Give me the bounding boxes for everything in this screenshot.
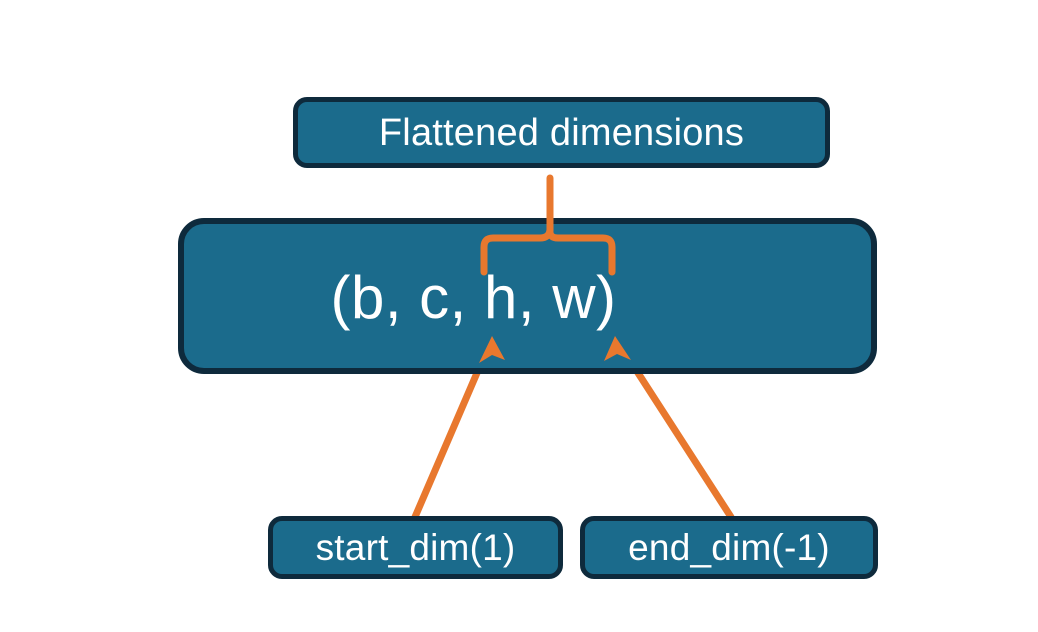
node-end-dim[interactable]: end_dim(-1) [580, 516, 878, 579]
node-tensor-shape-label: (b, c, h, w) [330, 264, 617, 331]
node-flattened-dimensions-label: Flattened dimensions [378, 111, 745, 154]
node-flattened-dimensions[interactable]: Flattened dimensions [293, 97, 830, 168]
node-start-dim-label: start_dim(1) [315, 527, 516, 568]
node-tensor-shape[interactable]: (b, c, h, w) [178, 218, 877, 374]
node-end-dim-label: end_dim(-1) [628, 527, 830, 568]
node-start-dim[interactable]: start_dim(1) [268, 516, 563, 579]
